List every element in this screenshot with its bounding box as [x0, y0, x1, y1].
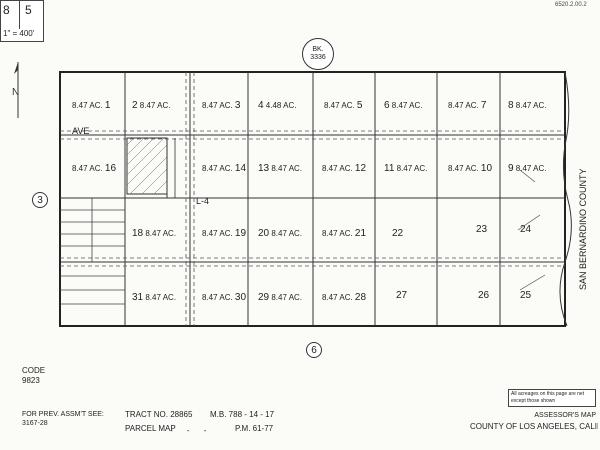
parcel-label: 2 8.47 AC. — [132, 100, 171, 111]
parcel-label: 8.47 AC. 3 — [202, 100, 241, 111]
dash-separator: - - - — [170, 426, 213, 435]
prev-assmt-label: FOR PREV. ASSM'T SEE: — [22, 411, 104, 418]
parcel-label: 8.47 AC. 30 — [202, 292, 247, 303]
mb-label: M.B. 788 - 14 - 17 — [210, 410, 275, 419]
avenue-label: AVE — [72, 126, 90, 136]
parcel-label: 8.47 AC. 16 — [72, 163, 117, 174]
parcel-label: 25 — [520, 290, 532, 301]
parcel-label: 24 — [520, 224, 532, 235]
legend-note-box: All acreages on this page are net except… — [508, 389, 596, 407]
parcel-label: 29 8.47 AC. — [258, 292, 303, 303]
parcel-label: 8.47 AC. 7 — [448, 100, 487, 111]
book-number: 3336 — [310, 54, 326, 61]
prev-assmt-value: 3167-28 — [22, 420, 48, 427]
side-label-bottom: 6 — [306, 342, 322, 358]
avenue-label-2: L-4 — [196, 196, 210, 206]
code-label: CODE — [22, 366, 46, 375]
assessor-title: ASSESSOR'S MAP — [534, 412, 596, 419]
parcel-label: 22 — [392, 228, 404, 239]
parcel-map-label: PARCEL MAP — [125, 424, 176, 433]
parcel-label: 8.47 AC. 19 — [202, 228, 247, 239]
parcel-label: 18 8.47 AC. — [132, 228, 177, 239]
parcel-label: 8.47 AC. 1 — [72, 100, 111, 111]
parcel-label: 9 8.47 AC. — [508, 163, 547, 174]
prev-assmt-block: FOR PREV. ASSM'T SEE: 3167-28 — [22, 410, 104, 428]
parcel-label: 27 — [396, 290, 408, 301]
parcel-label: 8.47 AC. 21 — [322, 228, 367, 239]
tract-label: TRACT NO. 28865 — [125, 410, 193, 419]
parcel-label: 8.47 AC. 10 — [448, 163, 493, 174]
parcel-label: 11 8.47 AC. — [384, 163, 428, 174]
pm-label: P.M. 61-77 — [235, 424, 274, 433]
book-title: BK. — [312, 46, 324, 53]
county-title: COUNTY OF LOS ANGELES, CALIF — [470, 422, 598, 431]
parcel-label: 26 — [478, 290, 490, 301]
parcel-label: 20 8.47 AC. — [258, 228, 303, 239]
code-block: CODE 9823 — [22, 366, 45, 386]
scale-left-number: 8 — [3, 3, 10, 17]
scale-text: 1" = 400' — [3, 29, 35, 38]
legend-note-2: except those shown — [511, 398, 556, 404]
parcel-label: 6 8.47 AC. — [384, 100, 423, 111]
parcel-label: 8 8.47 AC. — [508, 100, 547, 111]
parcel-label: 13 8.47 AC. — [258, 163, 303, 174]
book-circle: BK. 3336 — [302, 38, 334, 70]
parcel-label: 8.47 AC. 14 — [202, 163, 247, 174]
legend-note: All acreages on this page are net — [511, 391, 585, 397]
svg-text:N: N — [12, 87, 19, 98]
scale-right-number: 5 — [25, 3, 32, 17]
parcel-label: 4 4.48 AC. — [258, 100, 297, 111]
code-value: 9823 — [22, 376, 40, 385]
parcel-label: 8.47 AC. 12 — [322, 163, 367, 174]
side-label-left: 3 — [32, 192, 48, 208]
parcel-label: 8.47 AC. 5 — [324, 100, 363, 111]
county-side-label: SAN BERNARDINO COUNTY — [578, 168, 588, 290]
top-right-note: 6520.2.00.2 — [555, 2, 587, 8]
parcel-label: 8.47 AC. 28 — [322, 292, 367, 303]
parcel-label: 31 8.47 AC. — [132, 292, 177, 303]
parcel-label: 23 — [476, 224, 488, 235]
scale-box: 8 5 1" = 400' — [0, 0, 44, 42]
